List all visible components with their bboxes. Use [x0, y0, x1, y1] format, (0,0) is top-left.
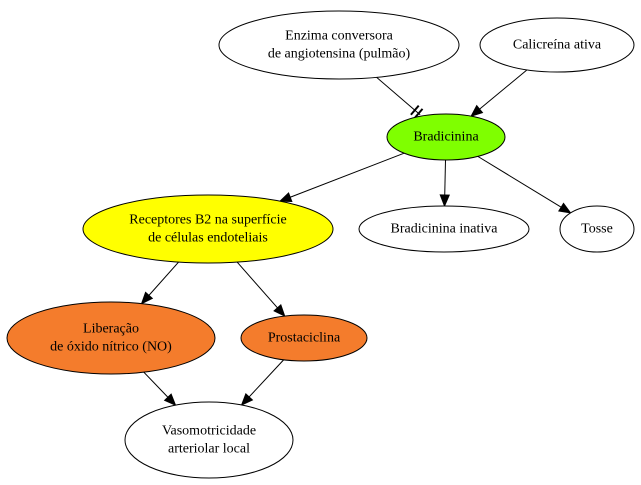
edge-line [477, 155, 562, 208]
edge-calicreina-to-bradicinina [470, 69, 528, 118]
edge-bradicinina-to-inativa [439, 159, 450, 208]
node-label: arteriolar local [168, 442, 250, 457]
node-label: Vasomotricidade [162, 424, 256, 439]
node-label: Bradicinina [413, 130, 479, 145]
node-no: Liberação de óxido nítrico (NO) [6, 301, 216, 375]
node-ellipse [386, 113, 506, 161]
edge-eca-to-bradicinina [376, 76, 424, 119]
edge-receptores-to-no [140, 261, 179, 305]
node-label: Liberação [83, 322, 139, 337]
arrow-head [558, 202, 572, 214]
edge-bradicinina-to-tosse [477, 155, 572, 214]
edge-line [376, 76, 421, 116]
node-inativa: Bradicinina inativa [358, 205, 530, 253]
edge-line [444, 159, 446, 196]
node-tosse: Tosse [559, 205, 635, 253]
edge-bradicinina-to-receptores [278, 152, 405, 202]
node-ellipse [559, 205, 635, 253]
node-bradicinina: Bradicinina [386, 113, 506, 161]
node-label: Enzima conversora [285, 29, 393, 44]
node-ellipse [240, 314, 368, 362]
node-label: Calicreína ativa [513, 38, 602, 53]
edge-line [479, 69, 528, 110]
node-label: de angiotensina (pulmão) [268, 47, 411, 62]
edge-receptores-to-prostaciclina [236, 261, 286, 318]
inhibition-bar [413, 108, 424, 119]
edge-line [143, 371, 169, 398]
arrow-head [470, 104, 484, 118]
node-calicreina: Calicreína ativa [479, 17, 635, 73]
nodes-layer: Enzima conversora de angiotensina (pulmão… [6, 10, 635, 479]
arrow-head [278, 192, 293, 202]
edge-line [236, 261, 278, 309]
node-prostaciclina: Prostaciclina [240, 314, 368, 362]
node-label: de óxido nítrico (NO) [50, 340, 172, 355]
node-label: Receptores B2 na superfície [129, 213, 286, 228]
arrow-head [273, 304, 286, 318]
node-receptores: Receptores B2 na superfície de células en… [82, 194, 334, 264]
node-ellipse [124, 401, 294, 479]
node-label: Prostaciclina [268, 331, 341, 346]
arrow-head [439, 194, 450, 208]
node-ellipse [6, 301, 216, 375]
inhibition-bar [410, 104, 420, 116]
arrow-head [240, 392, 254, 406]
edge-line [290, 152, 405, 198]
node-ellipse [82, 194, 334, 264]
edge-line [148, 261, 179, 296]
node-vaso: Vasomotricidade arteriolar local [124, 401, 294, 479]
node-ellipse [358, 205, 530, 253]
node-ellipse [479, 17, 635, 73]
node-eca: Enzima conversora de angiotensina (pulmão… [218, 10, 460, 80]
edge-line [248, 359, 285, 398]
arrow-head [140, 291, 154, 305]
node-label: Tosse [581, 222, 613, 237]
node-label: Bradicinina inativa [391, 222, 499, 237]
edge-prostaciclina-to-vaso [240, 359, 285, 406]
edges-layer [140, 69, 572, 407]
edge-no-to-vaso [143, 371, 177, 407]
arrow-head [163, 393, 177, 407]
node-ellipse [218, 10, 460, 80]
node-label: de células endoteliais [148, 231, 268, 246]
